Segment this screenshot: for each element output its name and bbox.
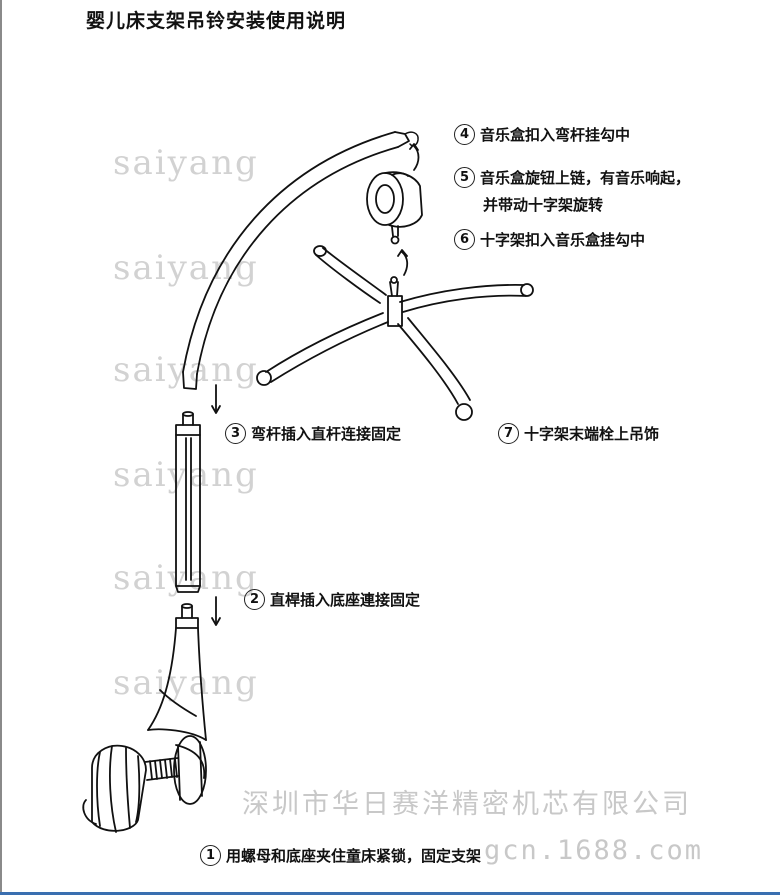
bottom-bar [0, 892, 780, 895]
watermark: saiyang [113, 455, 259, 495]
hook-arrow-icon [409, 143, 420, 171]
step-text: 音乐盒扣入弯杆挂勾中 [480, 126, 631, 144]
step-1: 1 用螺母和底座夹住童床紧锁，固定支架 [200, 845, 481, 866]
step-number: 4 [454, 124, 475, 145]
company-watermark: 深圳市华日赛洋精密机芯有限公司 [242, 789, 692, 820]
step-text: 音乐盒旋钮上链，有音乐响起， [480, 169, 691, 187]
page-title: 婴儿床支架吊铃安装使用说明 [86, 10, 347, 32]
screw [144, 757, 179, 781]
step-text: 用螺母和底座夹住童床紧锁，固定支架 [226, 847, 482, 865]
step-7: 7 十字架末端栓上吊饰 [498, 423, 659, 444]
watermark: saiyang [113, 350, 259, 390]
page-border [0, 0, 2, 893]
arrow-down-icon [211, 384, 221, 414]
step-6: 6 十字架扣入音乐盒挂勾中 [454, 229, 645, 250]
step-text: 弯杆插入直杆连接固定 [251, 425, 402, 443]
step-number: 6 [454, 229, 475, 250]
wing-nut [82, 744, 147, 833]
cross-mobile [256, 245, 534, 421]
step-number: 5 [454, 167, 475, 188]
step-number: 7 [498, 423, 519, 444]
straight-pole [175, 411, 201, 593]
arrow-down-icon-2 [211, 596, 221, 626]
watermark: saiyang [113, 663, 259, 703]
step-5: 5 音乐盒旋钮上链，有音乐响起， [454, 167, 690, 188]
step-text: 十字架末端栓上吊饰 [524, 425, 660, 443]
base-clamp [147, 603, 207, 805]
step-4: 4 音乐盒扣入弯杆挂勾中 [454, 124, 630, 145]
watermark: saiyang [113, 248, 259, 288]
step-number: 1 [200, 845, 221, 866]
step-2: 2 直桿插入底座連接固定 [244, 589, 420, 610]
step-5-line2: 并带动十字架旋转 [483, 196, 604, 214]
watermark: saiyang [113, 143, 259, 183]
hook-arrow-icon-2 [397, 249, 409, 276]
step-text: 十字架扣入音乐盒挂勾中 [480, 231, 646, 249]
step-number: 3 [225, 423, 246, 444]
step-number: 2 [244, 589, 265, 610]
step-3: 3 弯杆插入直杆连接固定 [225, 423, 401, 444]
music-box [366, 171, 423, 245]
curved-arm [182, 131, 419, 390]
site-watermark: gcn.1688.com [484, 835, 704, 866]
step-text: 直桿插入底座連接固定 [270, 591, 421, 609]
